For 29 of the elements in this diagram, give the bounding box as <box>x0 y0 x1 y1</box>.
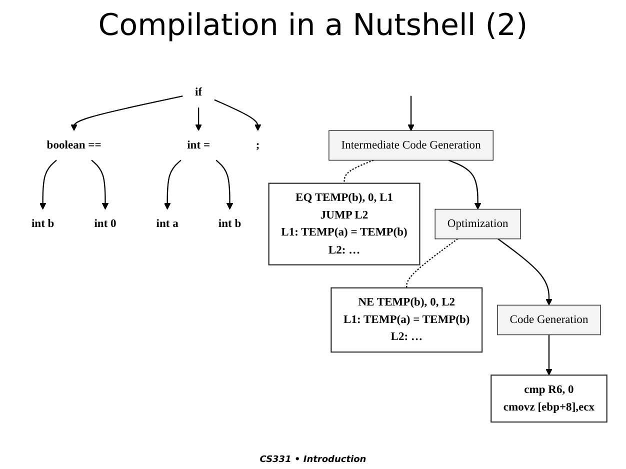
node-box: EQ TEMP(b), 0, L1 JUMP L2 L1: TEMP(a) = TEMP(b) L2: … <box>268 182 420 266</box>
node-text: ; <box>256 139 260 152</box>
node-box: Intermediate Code Generation <box>328 130 494 161</box>
arrow <box>195 108 202 131</box>
node-text: int 0 <box>94 218 116 230</box>
node-text: int a <box>156 218 178 230</box>
node-box: Optimization <box>434 208 521 240</box>
node-text: int b <box>31 218 54 230</box>
connector <box>406 238 458 288</box>
node-box: cmp R6, 0 cmovz [ebp+8],ecx <box>490 374 608 423</box>
node-box: NE TEMP(b), 0, L2 L1: TEMP(a) = TEMP(b) L2: … <box>330 287 483 353</box>
connector <box>344 160 374 184</box>
arrow <box>39 160 57 210</box>
arrow <box>91 160 109 210</box>
slide-caption: CS331 • Introduction <box>260 455 366 465</box>
arrow <box>546 334 552 376</box>
arrow <box>164 160 182 210</box>
arrow <box>408 96 414 131</box>
node-text: int = <box>187 139 210 152</box>
node-text: int b <box>218 218 242 230</box>
arrow <box>214 99 262 131</box>
node-box: Code Generation <box>497 304 601 336</box>
node-text: boolean == <box>46 139 102 152</box>
slide-title: Compilation in a Nutshell (2) <box>98 8 528 43</box>
arrow <box>216 160 234 210</box>
arrow <box>70 96 183 131</box>
arrow <box>498 238 552 306</box>
node-text: if <box>195 86 202 99</box>
arrow <box>448 160 482 210</box>
